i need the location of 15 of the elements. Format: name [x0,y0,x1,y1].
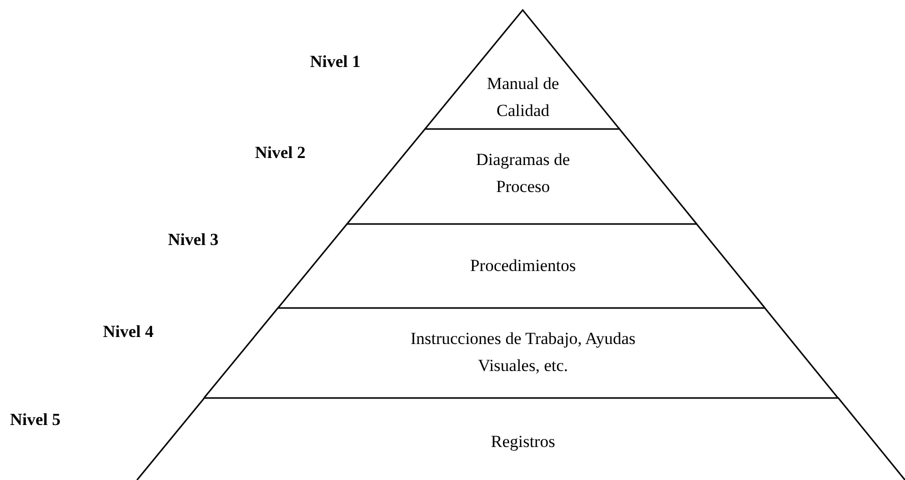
level-text: Instrucciones de Trabajo, Ayudas Visuales, etc. [409,328,637,377]
level-label: Nivel 3 [168,230,219,250]
pyramid-level [425,10,620,129]
pyramid-level [137,398,905,480]
level-label: Nivel 4 [103,322,154,342]
level-text: Manual de Calidad [486,73,560,122]
pyramid-level [347,129,697,224]
level-text: Diagramas de Proceso [475,149,571,198]
level-text: Procedimientos [469,255,577,277]
level-label: Nivel 1 [310,52,361,72]
pyramid-level [204,308,838,398]
level-text: Registros [490,431,556,453]
pyramid-level [278,224,766,308]
level-label: Nivel 2 [255,143,306,163]
level-label: Nivel 5 [10,410,61,430]
